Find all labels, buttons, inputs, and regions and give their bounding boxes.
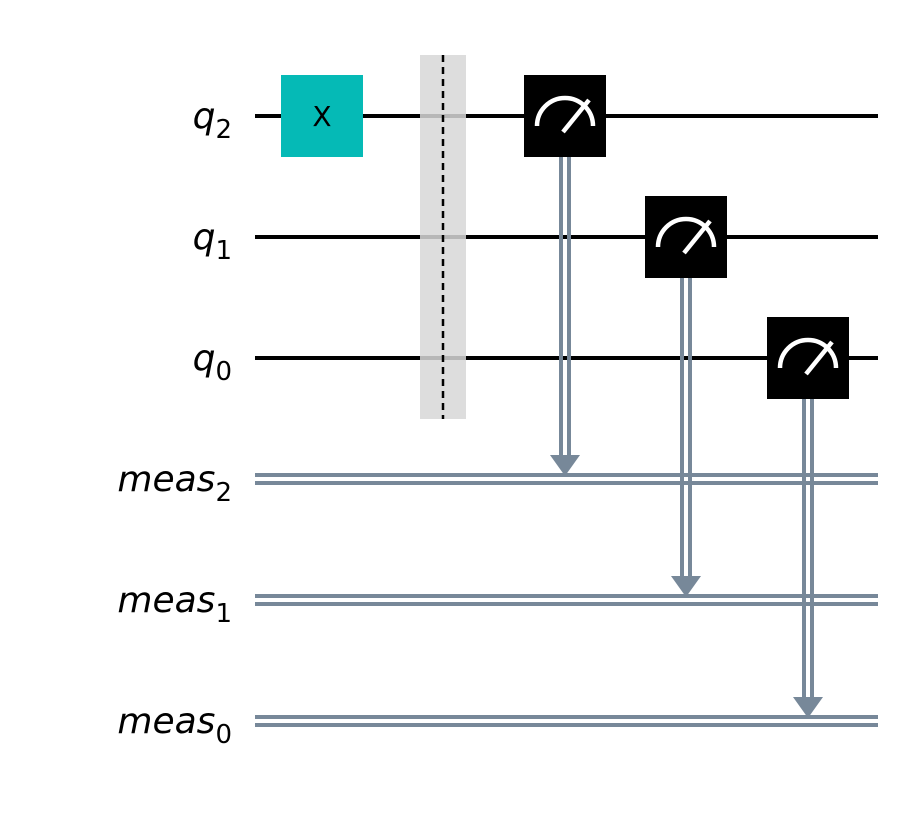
meter-needle-icon xyxy=(561,98,591,134)
clbit-label-name: meas xyxy=(117,580,215,621)
clbit-label-index: 0 xyxy=(215,720,232,750)
gates: X xyxy=(281,55,849,718)
clbit-label: meas1 xyxy=(117,580,232,629)
measure-arrow xyxy=(793,697,823,718)
wires xyxy=(255,114,878,727)
measure-arrow xyxy=(550,455,580,476)
x-gate-label: X xyxy=(312,100,331,133)
qubit-label-name: q xyxy=(193,338,216,379)
qubit-label-index: 1 xyxy=(215,236,232,266)
qubit-label-index: 2 xyxy=(215,115,232,145)
meter-needle-icon xyxy=(682,219,712,255)
qubit-label-name: q xyxy=(193,217,216,258)
meter-arc-icon xyxy=(534,95,596,127)
clbit-label: meas0 xyxy=(117,701,232,750)
clbit-label-index: 2 xyxy=(215,478,232,508)
x-gate[interactable] xyxy=(281,75,363,157)
qubit-label-index: 0 xyxy=(215,357,232,387)
qubit-label-name: q xyxy=(193,96,216,137)
meter-needle-icon xyxy=(804,340,834,376)
measure-gate[interactable] xyxy=(767,317,849,399)
qubit-label: q1 xyxy=(193,217,232,266)
meter-arc-icon xyxy=(777,337,839,369)
clbit-label-name: meas xyxy=(117,701,215,742)
qubit-label: q0 xyxy=(193,338,232,387)
measure-arrow xyxy=(671,576,701,597)
clbit-label-index: 1 xyxy=(215,599,232,629)
measure-gate[interactable] xyxy=(645,196,727,278)
clbit-label: meas2 xyxy=(117,459,232,508)
measure-gate[interactable] xyxy=(524,75,606,157)
meter-arc-icon xyxy=(655,216,717,248)
qubit-label: q2 xyxy=(193,96,232,145)
clbit-label-name: meas xyxy=(117,459,215,500)
